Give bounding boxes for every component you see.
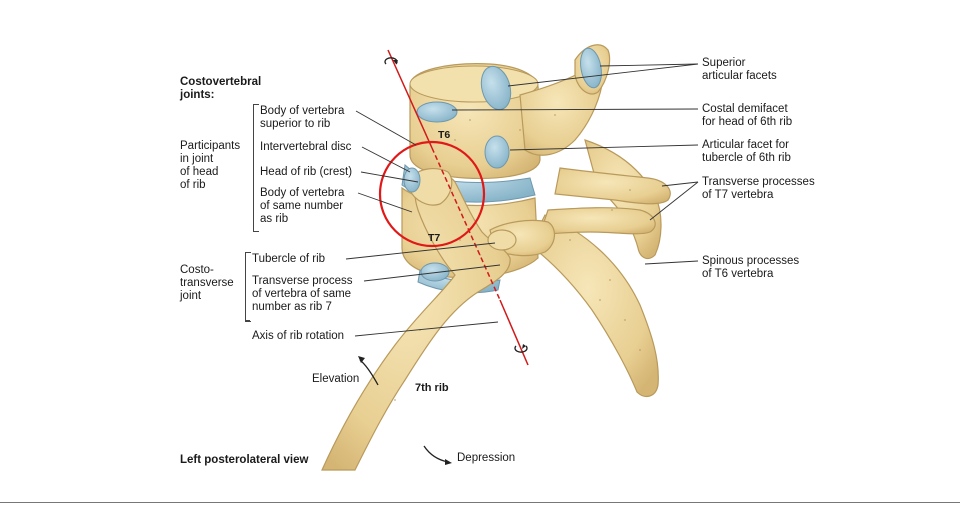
- bracket-costotransverse: [245, 252, 251, 322]
- label-intervertebral-disc: Intervertebral disc: [260, 141, 352, 153]
- label-elevation: Elevation: [312, 373, 360, 385]
- t6-superior-surface: [409, 65, 539, 103]
- bottom-rule: [0, 502, 960, 503]
- label-transverse-process: Transverse process of vertebra of same n…: [252, 275, 353, 313]
- label-spinous-t6: Spinous processes of T6 vertebra: [702, 255, 800, 280]
- rotation-arrowhead-bottom-icon: [522, 344, 526, 349]
- highlight-circle: [378, 140, 486, 248]
- costal-demifacet-6th: [416, 101, 458, 123]
- leader-lines-left: [345, 110, 501, 337]
- axis-line-dashed: [431, 147, 501, 301]
- axis-line-bottom: [499, 299, 529, 366]
- spinous-process-t6: [529, 214, 659, 398]
- head-of-rib: [409, 168, 453, 206]
- depression-arrowhead-icon: [445, 459, 452, 465]
- tubercle-of-rib: [487, 229, 517, 251]
- label-body-same: Body of vertebra of same number as rib: [260, 187, 345, 225]
- rotation-arrow-bottom-icon: [514, 345, 528, 353]
- leader-lines-right: [451, 63, 699, 265]
- facet-costotransverse: [420, 262, 450, 282]
- group-participants: Participants in joint of head of rib: [180, 140, 241, 191]
- transverse-process-t7-upper: [554, 167, 671, 205]
- heading-costovertebral: Costovertebral joints:: [180, 76, 262, 101]
- label-depression: Depression: [457, 452, 516, 464]
- axis-line-top: [387, 49, 433, 149]
- rotation-arrowhead-top-icon: [393, 60, 398, 64]
- view-caption: Left posterolateral view: [180, 454, 309, 466]
- depression-arrow-icon: [423, 445, 449, 463]
- label-t6: T6: [438, 129, 451, 141]
- group-costotransverse: Costo- transverse joint: [180, 264, 234, 302]
- rib-7: [321, 173, 511, 471]
- bracket-participants: [253, 104, 259, 232]
- transverse-process-t7-lower: [539, 207, 656, 235]
- label-head-of-rib: Head of rib (crest): [260, 166, 353, 178]
- label-transverse-t7: Transverse processes of T7 vertebra: [702, 176, 815, 201]
- superior-articular-facet-left: [480, 65, 512, 111]
- bracket-costovertebral-outer: [245, 320, 250, 322]
- elevation-arrowhead-icon: [358, 356, 365, 363]
- label-body-superior: Body of vertebra superior to rib: [260, 105, 345, 130]
- label-articular-facet: Articular facet for tubercle of 6th rib: [702, 139, 791, 164]
- label-t7: T7: [428, 232, 441, 244]
- bone-texture: [394, 114, 641, 401]
- label-superior-facets: Superior articular facets: [702, 57, 777, 82]
- label-tubercle: Tubercle of rib: [252, 253, 326, 265]
- label-rib7: 7th rib: [415, 382, 449, 394]
- label-axis: Axis of rib rotation: [252, 330, 345, 342]
- label-costal-demifacet: Costal demifacet for head of 6th rib: [702, 103, 793, 128]
- articular-facet-tubercle-6th: [484, 135, 510, 169]
